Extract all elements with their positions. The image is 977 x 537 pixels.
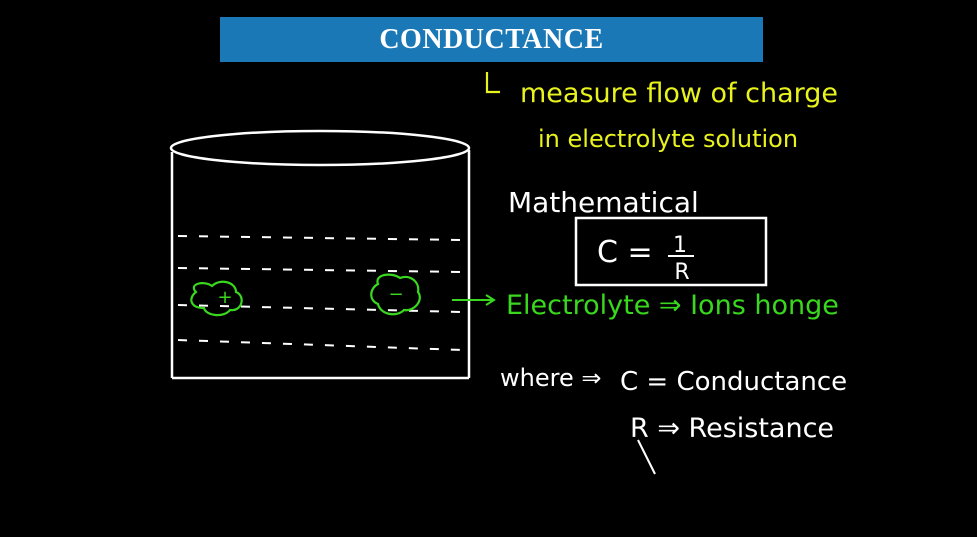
positive-ion: + bbox=[191, 282, 241, 315]
formula-numerator: 1 bbox=[673, 233, 687, 258]
conductance-definition: C = Conductance bbox=[620, 367, 847, 397]
where-definitions: where ⇒ C = Conductance R ⇒ Resistance bbox=[500, 364, 847, 474]
negative-ion: − bbox=[371, 275, 420, 315]
resistance-definition: R ⇒ Resistance bbox=[630, 413, 834, 444]
solution-line bbox=[178, 268, 462, 272]
definition-line-2: in electrolyte solution bbox=[538, 125, 798, 153]
solution-line bbox=[178, 236, 462, 240]
solution-line bbox=[178, 340, 462, 350]
formula-box: C = 1 R bbox=[576, 218, 766, 285]
beaker-drawing bbox=[171, 131, 469, 378]
formula-denominator: R bbox=[674, 260, 689, 285]
definition: measure flow of charge in electrolyte so… bbox=[487, 72, 838, 153]
beaker-rim bbox=[171, 131, 469, 165]
positive-ion-sign: + bbox=[217, 287, 232, 308]
electrolyte-arrow bbox=[452, 295, 494, 305]
electrolyte-note: Electrolyte ⇒ Ions honge bbox=[506, 290, 839, 321]
formula-lhs: C = bbox=[597, 235, 653, 270]
negative-ion-sign: − bbox=[388, 284, 403, 305]
definition-bullet bbox=[487, 72, 500, 92]
resistance-pointer-stroke bbox=[638, 440, 655, 474]
definition-line-1: measure flow of charge bbox=[520, 78, 838, 109]
mathematical-label: Mathematical bbox=[508, 186, 699, 219]
where-label: where ⇒ bbox=[500, 364, 601, 392]
